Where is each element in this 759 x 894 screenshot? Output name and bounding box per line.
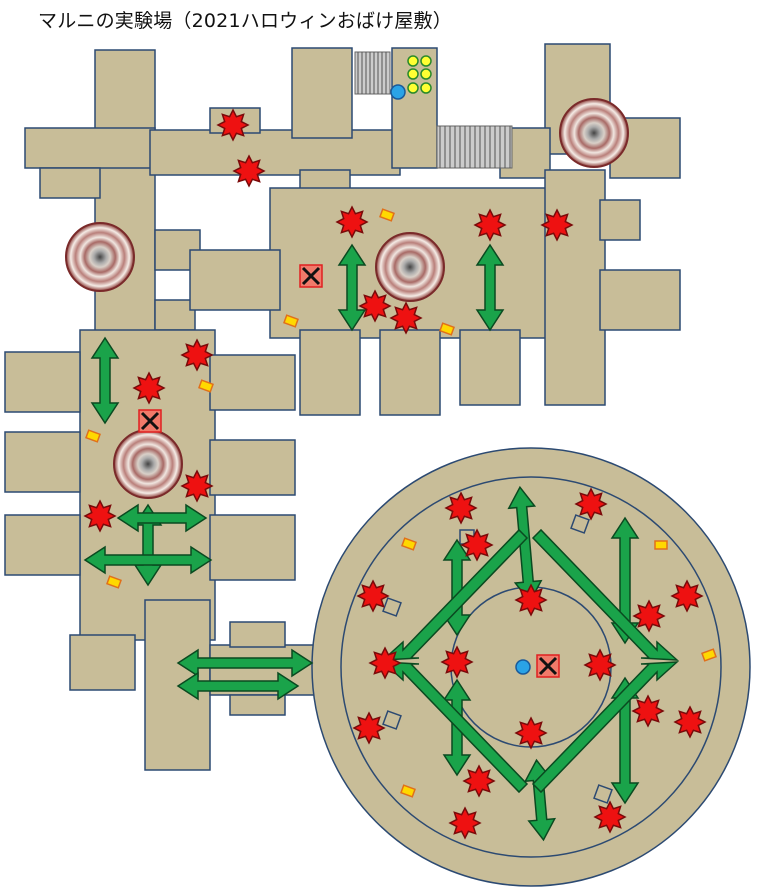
floor-room — [599, 199, 641, 241]
red-star-icon — [352, 711, 386, 745]
yellow-orb-icon — [407, 55, 432, 94]
red-star-icon — [462, 764, 496, 798]
floor-room — [209, 354, 296, 411]
floor-room — [544, 169, 606, 406]
floor-room — [599, 269, 681, 331]
green-double-arrow-icon — [83, 243, 680, 842]
red-star-icon — [540, 208, 574, 242]
floor-room — [229, 621, 286, 648]
pillar-blocks — [382, 514, 613, 804]
floor-room — [291, 47, 353, 139]
circular-arena — [311, 447, 751, 887]
floor-room — [459, 329, 521, 406]
floor-layer — [4, 43, 751, 887]
floor-room — [154, 299, 196, 331]
floor-room — [4, 351, 81, 413]
red-star-icon — [180, 469, 214, 503]
floor-room — [4, 431, 81, 493]
red-star-icon — [216, 108, 250, 142]
yellow-chest-icon — [85, 208, 717, 798]
red-star-icon — [632, 599, 666, 633]
red-star-icon — [460, 528, 494, 562]
floor-room — [94, 49, 156, 361]
red-star-icon — [440, 645, 474, 679]
floor-room — [69, 634, 136, 691]
red-star-icon — [670, 579, 704, 613]
warp-vortex-icon — [65, 98, 629, 499]
floor-room — [149, 129, 401, 176]
floor-room — [24, 127, 156, 169]
floor-room — [39, 167, 101, 199]
red-star-icon — [132, 371, 166, 405]
red-star-icon — [593, 800, 627, 834]
red-star-icon — [335, 205, 369, 239]
floor-room — [209, 514, 296, 581]
floor-room — [299, 329, 361, 416]
monster-layer — [83, 108, 707, 840]
floor-room — [209, 439, 296, 496]
red-star-icon — [389, 301, 423, 335]
floor-room — [379, 329, 441, 416]
red-star-icon — [514, 716, 548, 750]
red-star-icon — [368, 646, 402, 680]
red-star-icon — [473, 208, 507, 242]
page-title: マルニの実験場（2021ハロウィンおばけ屋敷） — [38, 10, 452, 32]
red-star-icon — [444, 491, 478, 525]
red-star-icon — [180, 338, 214, 372]
blue-dot-icon — [390, 84, 531, 675]
red-star-icon — [356, 579, 390, 613]
floor-room — [391, 47, 438, 169]
red-star-icon — [631, 694, 665, 728]
red-star-icon — [448, 806, 482, 840]
red-star-icon — [358, 289, 392, 323]
red-star-icon — [514, 583, 548, 617]
red-star-icon — [583, 648, 617, 682]
red-star-icon — [83, 499, 117, 533]
red-star-icon — [232, 154, 266, 188]
floor-room — [229, 694, 286, 716]
floor-room — [189, 249, 281, 311]
floor-room — [4, 514, 81, 576]
arena-inner-ring — [340, 476, 722, 858]
red-star-icon — [673, 705, 707, 739]
red-x-icon — [138, 264, 560, 678]
red-star-icon — [574, 487, 608, 521]
